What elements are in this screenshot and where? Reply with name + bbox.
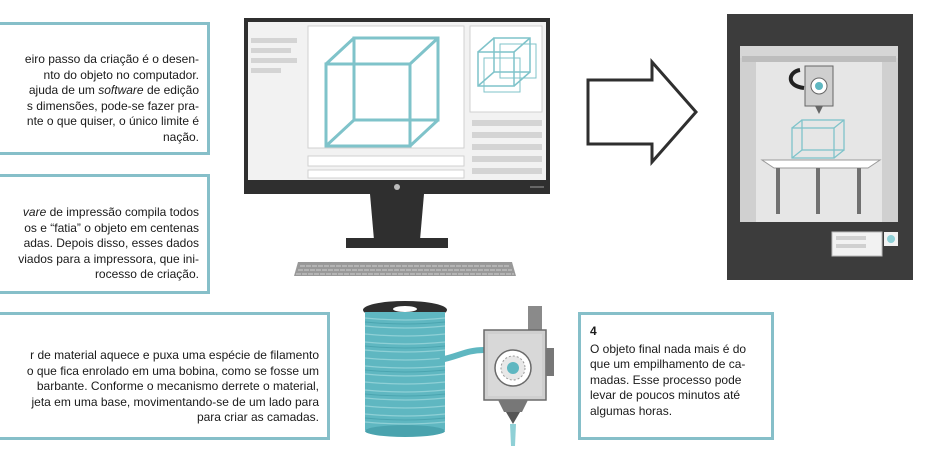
step-3-line: barbante. Conforme o mecanismo derrete o…: [36, 379, 319, 393]
step-2-line: adas. Depois disso, esses dados: [23, 236, 199, 250]
step-1-text-box: eiro passo da criação é o desen- nto do …: [0, 22, 210, 155]
step-3-line: jeta em uma base, movimentando-se de um …: [31, 394, 320, 409]
arrow-right-icon: [586, 58, 698, 166]
step-2-line: rocesso de criação.: [94, 267, 199, 281]
step-2-text: de impressão compila todos: [46, 205, 199, 219]
step-2-line: vare de impressão compila todos: [0, 205, 199, 221]
step-4-line: algumas horas.: [590, 403, 673, 418]
step-1-line: nto do objeto no computador.: [43, 67, 199, 82]
step-4-line: que um empilhamento de ca-: [590, 357, 746, 371]
3d-printer-icon: [727, 14, 913, 280]
software-term: vare: [22, 205, 47, 219]
step-4-text-box: 4 O objeto final nada mais é do que um e…: [578, 312, 774, 440]
preview-cube-icon: [477, 37, 537, 93]
step-1-line: nte o que quiser, o único limite é: [26, 114, 199, 128]
software-term: software: [98, 83, 144, 97]
step-1-line: s dimensões, pode-se fazer pra-: [26, 98, 199, 113]
step-1-text: de edição: [143, 83, 199, 97]
step-3-line: para criar as camadas.: [196, 410, 319, 424]
extruder-icon: [483, 306, 554, 446]
step-3-line: r de material aquece e puxa uma espécie …: [30, 348, 319, 362]
step-4-line: levar de poucos minutos até: [590, 388, 741, 402]
step-1-line: eiro passo da criação é o desen-: [24, 52, 199, 66]
step-3-text-box: r de material aquece e puxa uma espécie …: [0, 312, 330, 440]
step-3-line: o que fica enrolado em uma bobina, como …: [26, 363, 319, 378]
step-4-line: O objeto final nada mais é do: [590, 341, 747, 356]
step-1-line: nação.: [162, 129, 199, 144]
step-1-text: ajuda de um: [28, 83, 99, 97]
wireframe-cube-icon: [324, 36, 440, 148]
step-4-line: madas. Esse processo pode: [590, 372, 742, 387]
monitor-icon: [244, 18, 550, 276]
step-2-line: os e “fatia” o objeto em centenas: [24, 220, 199, 235]
step-1-line: ajuda de um software de edição: [0, 83, 199, 99]
step-2-line: viados para a impressora, que ini-: [18, 251, 199, 266]
filament-spool-icon: [363, 301, 485, 437]
step-2-text-box: vare de impressão compila todos os e “fa…: [0, 174, 210, 294]
step-number: 4: [590, 324, 597, 338]
